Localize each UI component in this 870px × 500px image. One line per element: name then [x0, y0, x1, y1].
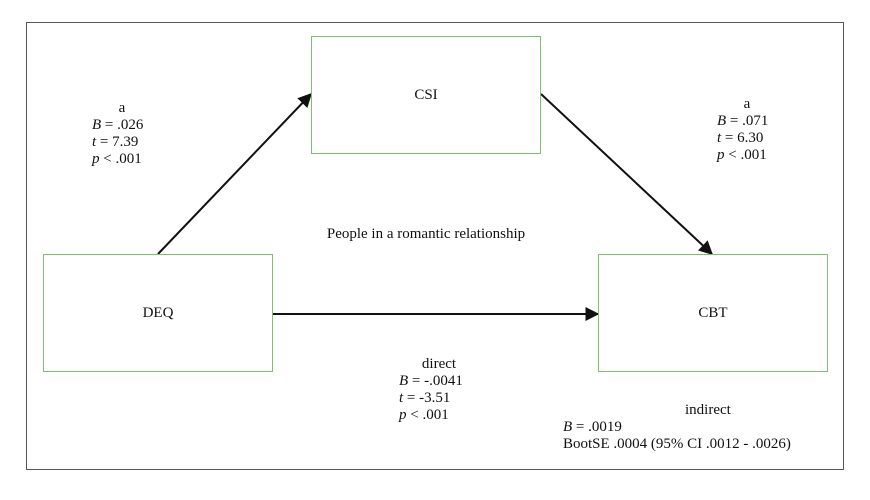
path-a2-t: t = 6.30 — [717, 130, 764, 146]
node-deq-label: DEQ — [142, 304, 174, 321]
path-a2-p: p < .001 — [717, 147, 767, 163]
path-a1-p: p < .001 — [92, 151, 142, 167]
node-cbt: CBT — [598, 254, 828, 372]
path-a2-stats: a B = .071 t = 6.30 p < .001 — [717, 96, 777, 164]
path-a2-label: a — [743, 96, 751, 112]
group-label: People in a romantic relationship — [326, 226, 526, 242]
path-a2-b: B = .071 — [717, 113, 769, 129]
direct-stats: direct B = -.0041 t = -3.51 p < .001 — [399, 356, 479, 424]
direct-b: B = -.0041 — [399, 373, 463, 389]
indirect-bootse: BootSE .0004 (95% CI .0012 - .0026) — [563, 436, 791, 452]
node-deq: DEQ — [43, 254, 273, 372]
path-a1-label: a — [118, 100, 126, 116]
path-a1-stats: a B = .026 t = 7.39 p < .001 — [92, 100, 152, 168]
path-a1-b: B = .026 — [92, 117, 144, 133]
path-a1-t: t = 7.39 — [92, 134, 139, 150]
direct-t: t = -3.51 — [399, 390, 451, 406]
indirect-b: B = .0019 — [563, 419, 622, 435]
node-csi-label: CSI — [414, 86, 438, 103]
node-cbt-label: CBT — [698, 304, 728, 321]
arrow-deq-to-csi — [157, 92, 312, 255]
direct-p: p < .001 — [399, 407, 449, 423]
direct-label: direct — [421, 356, 457, 372]
node-csi: CSI — [311, 36, 541, 154]
diagram-frame — [26, 22, 844, 470]
indirect-label: indirect — [685, 402, 731, 418]
arrow-csi-to-cbt — [540, 93, 714, 255]
indirect-stats: indirect B = .0019 BootSE .0004 (95% CI … — [563, 402, 791, 453]
